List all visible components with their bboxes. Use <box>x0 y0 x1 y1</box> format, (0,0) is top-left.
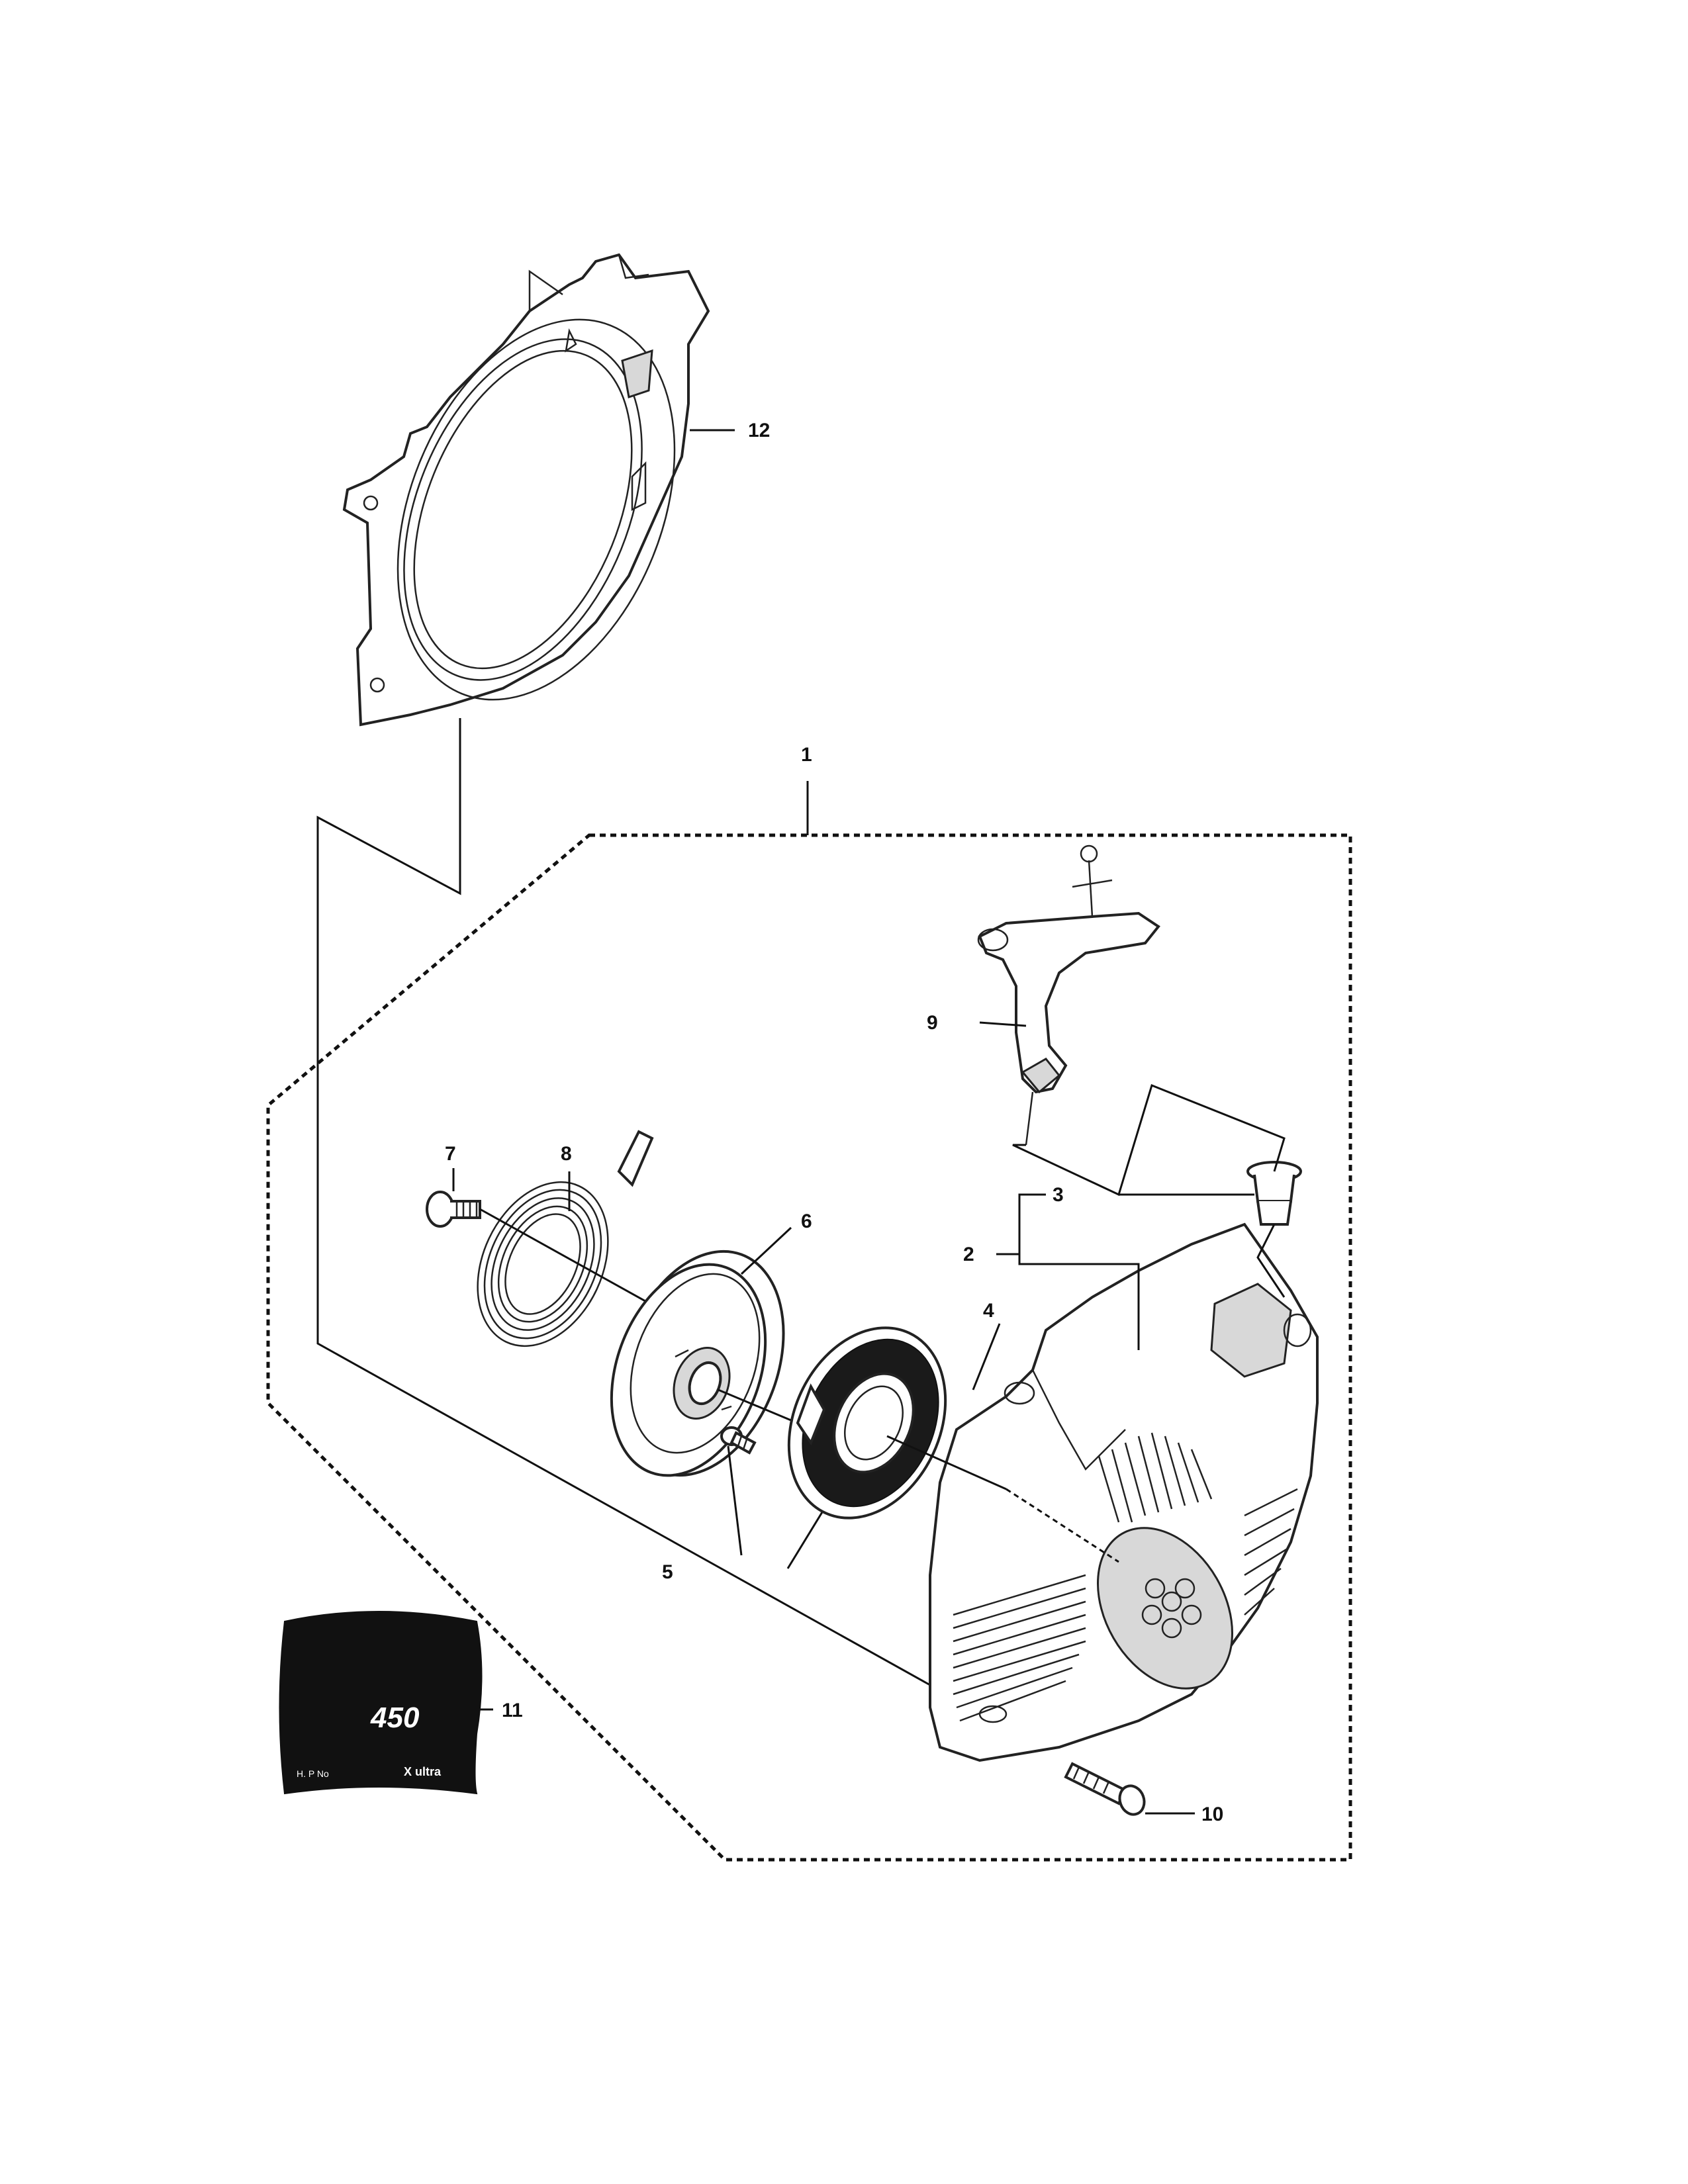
decal-small-left-text: H. P No <box>297 1768 329 1779</box>
starter-handle-part-9 <box>977 844 1160 1146</box>
screw-part-5 <box>720 1426 757 1455</box>
screw-part-10 <box>1064 1762 1146 1816</box>
explode-line-center <box>1006 1488 1119 1563</box>
recoil-spring-part-8 <box>477 1130 654 1347</box>
screw-part-7 <box>426 1191 481 1228</box>
callout-9: 9 <box>927 1012 938 1034</box>
callout-6: 6 <box>801 1210 812 1232</box>
decal-model-text: 450 <box>370 1702 420 1734</box>
explode-line-4 <box>886 1435 1007 1490</box>
explode-line-9 <box>1012 1083 1286 1197</box>
brand-emblem-icon <box>1141 1578 1202 1639</box>
callout-leaders <box>452 429 1254 1815</box>
fan-housing-part-12 <box>342 253 710 727</box>
callout-4: 4 <box>983 1300 994 1322</box>
starter-housing-part-2 <box>929 1222 1319 1762</box>
explode-line-3 <box>1256 1224 1286 1298</box>
decal-part-11: 450 H. P No X ultra <box>279 1611 483 1795</box>
spring-cassette-part-4 <box>787 1326 947 1520</box>
callout-1: 1 <box>801 744 812 766</box>
callout-2: 2 <box>963 1244 974 1265</box>
decal-small-right-text: X ultra <box>404 1765 442 1778</box>
callout-10: 10 <box>1201 1803 1223 1825</box>
callout-7: 7 <box>445 1143 456 1165</box>
callout-12: 12 <box>748 420 770 441</box>
callout-8: 8 <box>561 1143 572 1165</box>
callout-5: 5 <box>662 1561 673 1583</box>
explode-line-12 <box>316 718 947 1696</box>
pulley-part-6 <box>610 1250 785 1477</box>
callout-3: 3 <box>1053 1184 1064 1206</box>
rope-guide-part-3 <box>1246 1161 1302 1226</box>
callout-11: 11 <box>502 1700 523 1721</box>
